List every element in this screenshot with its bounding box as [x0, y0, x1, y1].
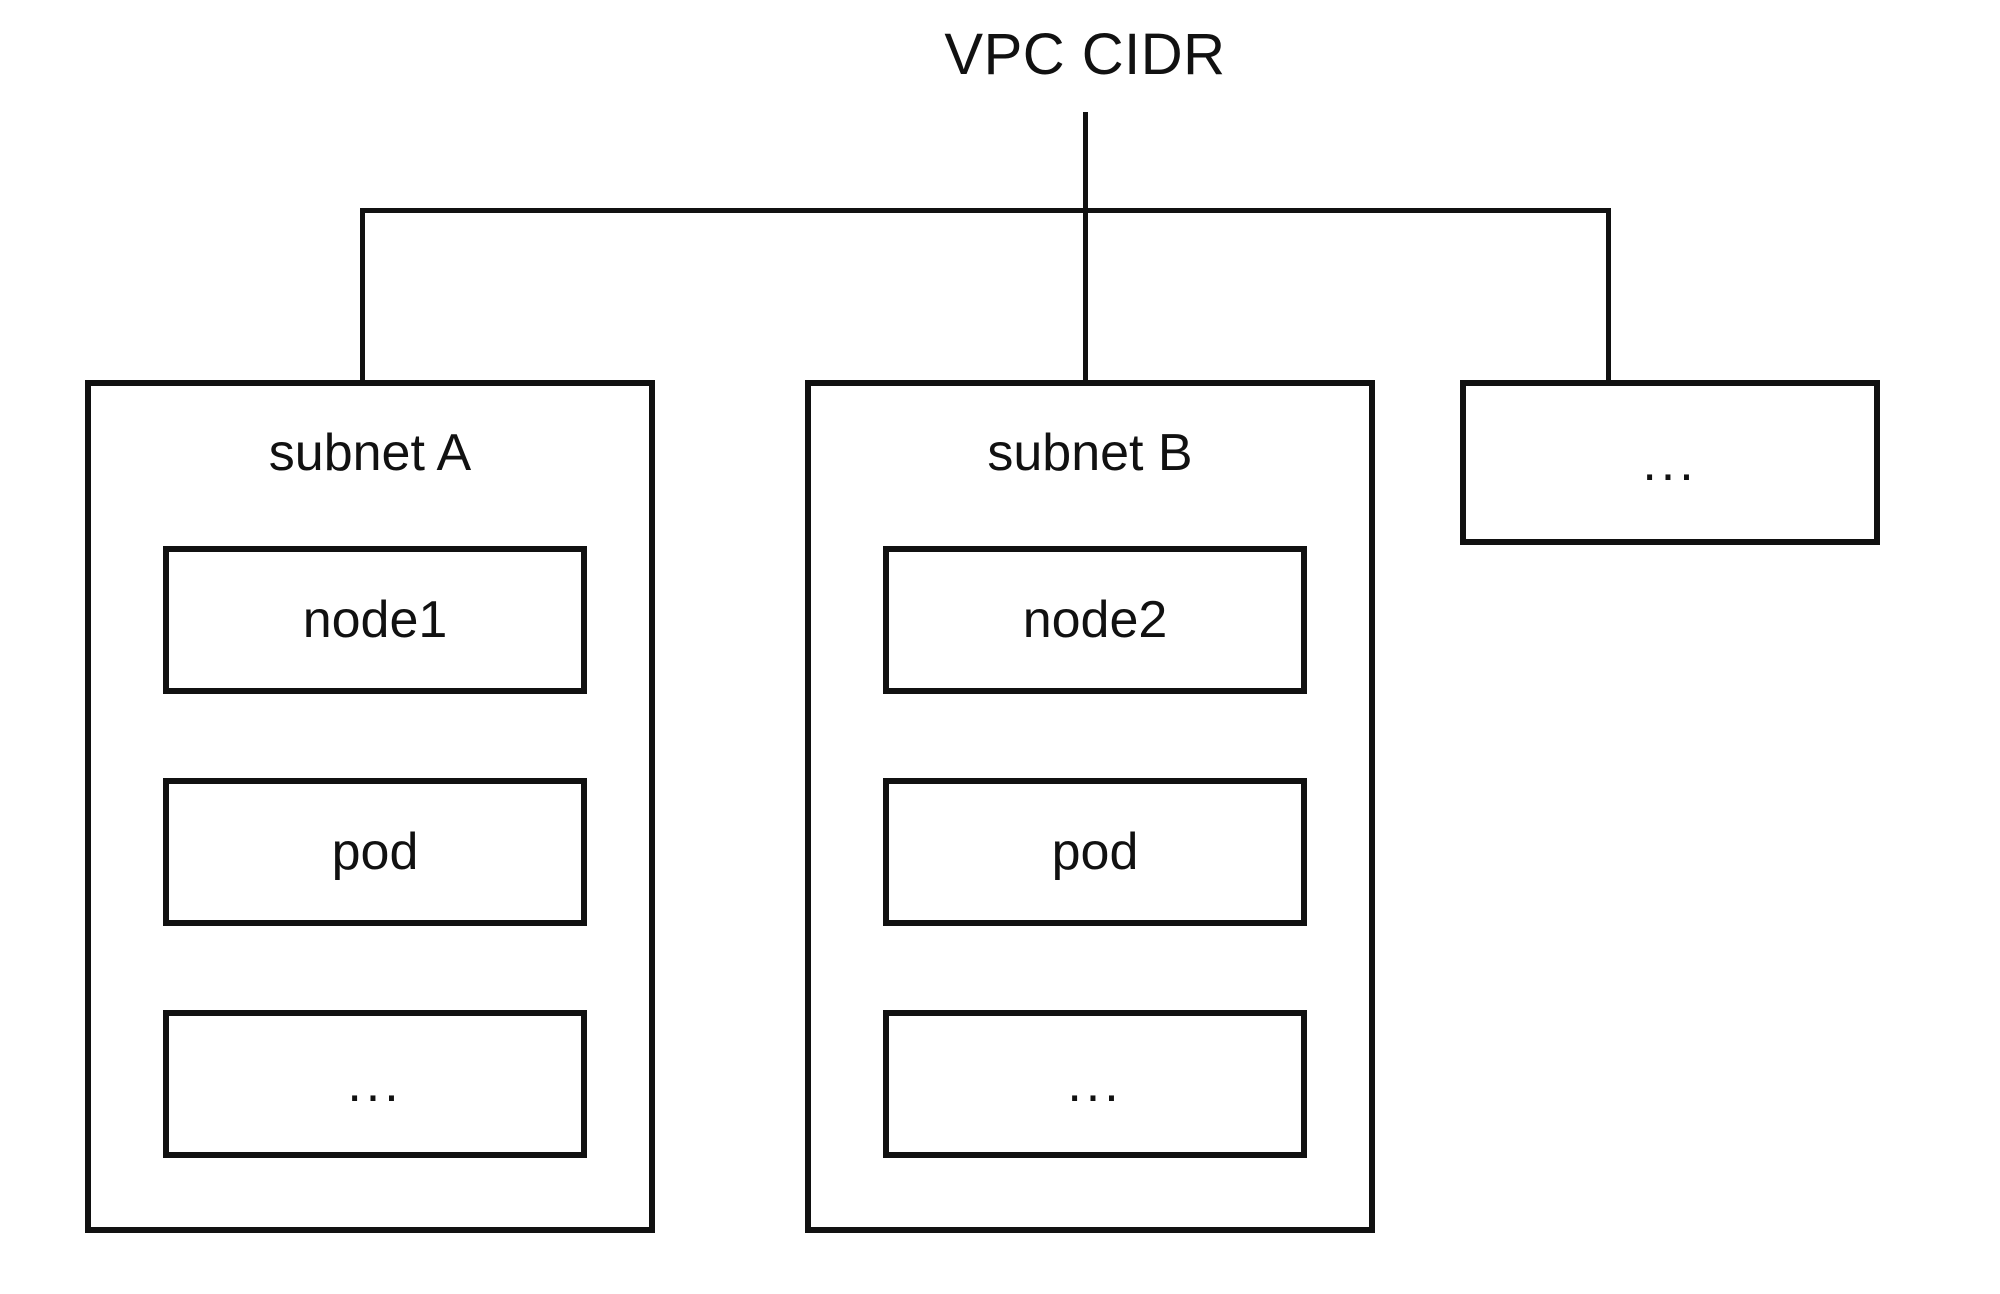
- connector-distribution-bus: [360, 208, 1611, 213]
- connector-branch-to-subnet-a: [360, 208, 365, 383]
- subnet-b-node-label: node2: [1022, 591, 1168, 649]
- connector-branch-to-overflow: [1606, 208, 1611, 383]
- subnet-a-container: subnet A node1 pod ...: [85, 380, 655, 1233]
- root-node-label: VPC CIDR: [944, 22, 1226, 87]
- connector-root-stem: [1083, 112, 1088, 212]
- subnet-b-pod-label: pod: [1051, 823, 1139, 881]
- subnet-a-label: subnet A: [268, 424, 472, 482]
- subnet-b-pod-box: pod: [883, 778, 1307, 926]
- connector-branch-to-subnet-b: [1083, 208, 1088, 383]
- subnet-a-node-box: node1: [163, 546, 587, 694]
- subnet-b-container: subnet B node2 pod ...: [805, 380, 1375, 1233]
- subnet-a-ellipsis-label: ...: [347, 1055, 403, 1113]
- subnet-a-node-label: node1: [302, 591, 448, 649]
- subnet-a-pod-label: pod: [331, 823, 419, 881]
- subnet-a-pod-box: pod: [163, 778, 587, 926]
- subnet-a-ellipsis-box: ...: [163, 1010, 587, 1158]
- subnet-b-ellipsis-box: ...: [883, 1010, 1307, 1158]
- subnet-b-label: subnet B: [987, 424, 1193, 482]
- subnet-b-ellipsis-label: ...: [1067, 1055, 1123, 1113]
- overflow-subnet-box: ...: [1460, 380, 1880, 545]
- subnet-b-node-box: node2: [883, 546, 1307, 694]
- overflow-subnet-label: ...: [1642, 433, 1698, 492]
